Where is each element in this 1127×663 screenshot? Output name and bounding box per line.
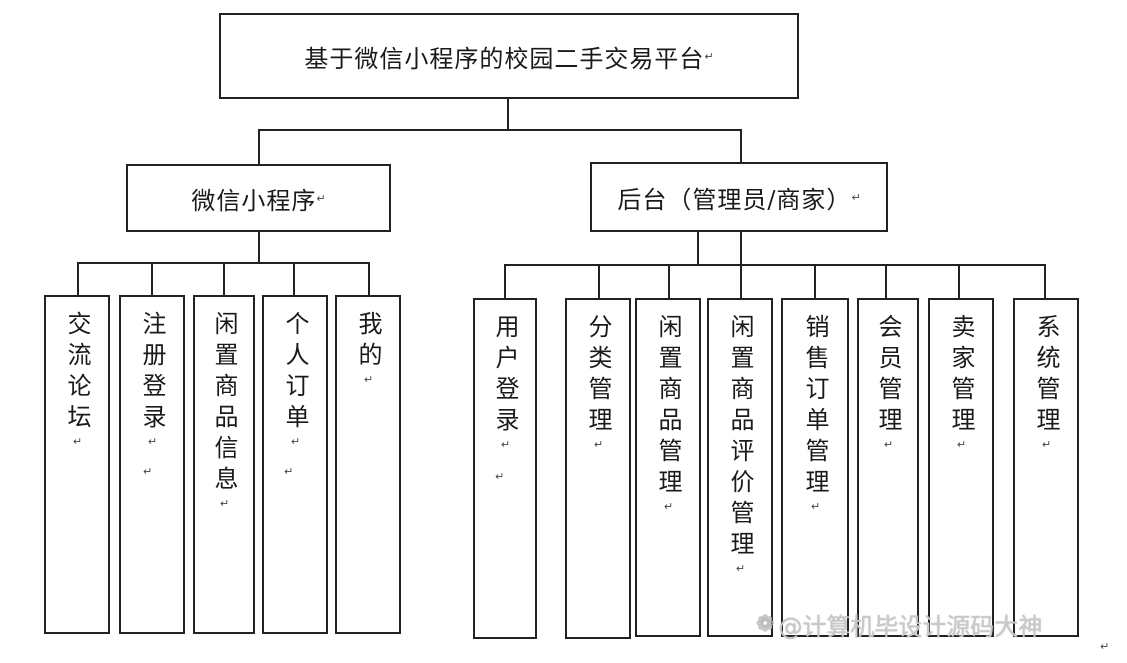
paragraph-mark: ↵ <box>592 438 605 458</box>
leaf-idle-goods-mgmt: 闲置商品管理↵ <box>635 298 701 637</box>
connector <box>504 264 1046 266</box>
connector <box>507 98 509 130</box>
paragraph-mark: ↵ <box>499 438 512 458</box>
connector <box>368 262 370 296</box>
leaf-label: 注册登录 <box>138 311 166 435</box>
paragraph-mark: ↵ <box>146 435 159 455</box>
branch-label: 微信小程序 <box>191 186 317 215</box>
paragraph-mark: ↵ <box>1100 640 1110 653</box>
connector <box>598 264 600 299</box>
watermark: ❁ @计算机毕设计源码大神 <box>756 607 1042 642</box>
paragraph-mark: ↵ <box>851 190 861 204</box>
connector <box>740 231 742 266</box>
paragraph-mark: ↵ <box>882 438 895 458</box>
branch-backend: 后台（管理员/商家）↵ <box>590 162 888 232</box>
leaf-label: 用户登录 <box>491 314 519 438</box>
weibo-icon: ❁ <box>756 612 775 637</box>
paragraph-mark: ↵ <box>495 470 505 483</box>
leaf-label: 卖家管理 <box>947 314 975 438</box>
leaf-label: 个人订单 <box>281 311 309 435</box>
leaf-forum: 交流论坛↵ <box>44 295 110 634</box>
leaf-label: 系统管理 <box>1032 314 1060 438</box>
paragraph-mark: ↵ <box>955 438 968 458</box>
paragraph-mark: ↵ <box>704 49 714 63</box>
leaf-label: 分类管理 <box>584 314 612 438</box>
leaf-mine: 我的↵ <box>335 295 401 634</box>
paragraph-mark: ↵ <box>71 435 84 455</box>
leaf-sales-order-mgmt: 销售订单管理↵ <box>781 298 849 637</box>
paragraph-mark: ↵ <box>1040 438 1053 458</box>
paragraph-mark: ↵ <box>662 500 675 520</box>
connector <box>258 129 742 131</box>
leaf-label: 销售订单管理 <box>801 314 829 500</box>
paragraph-mark: ↵ <box>809 500 822 520</box>
leaf-goods-review-mgmt: 闲置商品评价管理↵ <box>707 298 773 637</box>
branch-label: 后台（管理员/商家） <box>617 185 852 214</box>
leaf-user-login: 用户登录↵ ↵ <box>473 298 537 639</box>
connector <box>958 264 960 299</box>
leaf-idle-goods-info: 闲置商品信息↵ <box>193 295 255 634</box>
connector <box>258 231 260 264</box>
connector <box>814 264 816 299</box>
leaf-label: 闲置商品信息 <box>210 311 238 497</box>
leaf-category-mgmt: 分类管理↵ <box>565 298 631 639</box>
connector <box>258 129 260 165</box>
leaf-seller-mgmt: 卖家管理↵ <box>928 298 994 637</box>
paragraph-mark: ↵ <box>143 465 153 478</box>
leaf-system-mgmt: 系统管理↵ <box>1013 298 1079 637</box>
watermark-text: @计算机毕设计源码大神 <box>778 613 1043 641</box>
connector <box>740 264 742 299</box>
leaf-personal-orders: 个人订单↵ ↵ <box>262 295 328 634</box>
root-node: 基于微信小程序的校园二手交易平台↵ <box>219 13 799 99</box>
connector <box>668 264 670 299</box>
leaf-label: 闲置商品评价管理 <box>726 314 754 562</box>
connector <box>151 262 153 296</box>
paragraph-mark: ↵ <box>316 191 326 205</box>
connector <box>504 264 506 299</box>
connector <box>223 262 225 296</box>
leaf-register-login: 注册登录↵ ↵ <box>119 295 185 634</box>
connector <box>77 262 79 296</box>
connector <box>697 231 699 266</box>
connector <box>740 129 742 163</box>
leaf-label: 我的 <box>354 311 382 373</box>
root-label: 基于微信小程序的校园二手交易平台 <box>304 44 705 73</box>
connector <box>885 264 887 299</box>
connector <box>293 262 295 296</box>
paragraph-mark: ↵ <box>284 465 294 478</box>
leaf-member-mgmt: 会员管理↵ <box>857 298 919 637</box>
branch-miniprogram: 微信小程序↵ <box>126 164 391 232</box>
paragraph-mark: ↵ <box>218 497 231 517</box>
leaf-label: 闲置商品管理 <box>654 314 682 500</box>
paragraph-mark: ↵ <box>362 373 375 393</box>
leaf-label: 交流论坛 <box>63 311 91 435</box>
paragraph-mark: ↵ <box>289 435 302 455</box>
connector <box>1044 264 1046 299</box>
paragraph-mark: ↵ <box>734 562 747 582</box>
leaf-label: 会员管理 <box>874 314 902 438</box>
